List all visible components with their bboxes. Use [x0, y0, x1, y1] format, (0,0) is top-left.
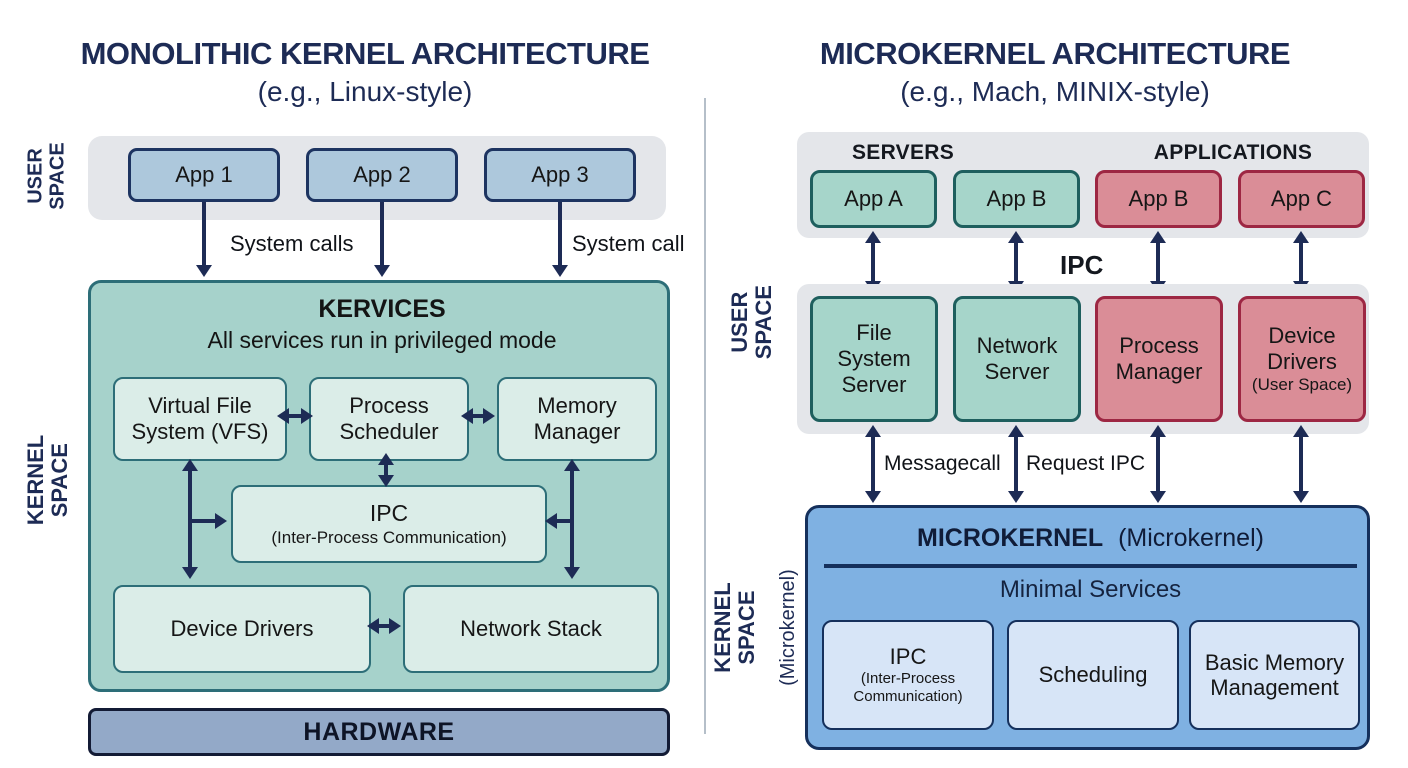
basic-memory-box: Basic Memory Management — [1189, 620, 1360, 730]
arrow-net-microkernel — [1008, 425, 1024, 503]
microkernel-title-block: MICROKERNEL ARCHITECTURE (e.g., Mach, MI… — [730, 36, 1380, 108]
app2-box: App 2 — [306, 148, 458, 202]
scheduling-box: Scheduling — [1007, 620, 1179, 730]
memory-manager-box: Memory Manager — [497, 377, 657, 461]
arrow-app2-syscall — [374, 202, 390, 277]
system-calls-label: System calls — [230, 231, 354, 256]
app-a-box: App A — [810, 170, 937, 228]
vfs-box: Virtual File System (VFS) — [113, 377, 287, 461]
left-kernel-space-label: KERNEL SPACE — [22, 434, 72, 526]
arrow-appc-dev — [1293, 231, 1309, 293]
ipc-box: IPC (Inter-Process Communication) — [231, 485, 547, 563]
servers-header: SERVERS — [851, 141, 955, 164]
process-scheduler-box: Process Scheduler — [309, 377, 469, 461]
arrow-appb-proc — [1150, 231, 1166, 293]
microkernel-box-title: MICROKERNEL (Microkernel) — [917, 524, 1264, 552]
right-kernel-space-label: KERNEL SPACE (Microkernel) — [709, 569, 798, 686]
arrow-scheduler-ipc — [378, 453, 394, 487]
app3-box: App 3 — [484, 148, 636, 202]
arrow-right-into-ipc — [545, 513, 572, 529]
arrow-proc-microkernel — [1150, 425, 1166, 503]
monolithic-subtitle: (e.g., Linux-style) — [257, 76, 473, 107]
device-drivers-box: Device Drivers — [113, 585, 371, 673]
microkernel-title: MICROKERNEL ARCHITECTURE — [819, 36, 1291, 71]
arrow-appb-net — [1008, 231, 1024, 293]
kernel-services-subtitle: All services run in privileged mode — [207, 327, 557, 353]
app-c-box: App C — [1238, 170, 1365, 228]
minimal-services-header: Minimal Services — [999, 576, 1182, 603]
arrow-app1-syscall — [196, 202, 212, 277]
microkernel-subtitle: (e.g., Mach, MINIX-style) — [900, 76, 1210, 107]
arrow-appa-fs — [865, 231, 881, 293]
microkernel-separator — [824, 564, 1357, 568]
app1-box: App 1 — [128, 148, 280, 202]
applications-header: APPLICATIONS — [1153, 141, 1313, 164]
file-system-server-box: File System Server — [810, 296, 938, 422]
process-manager-box: Process Manager — [1095, 296, 1223, 422]
panel-divider — [704, 98, 706, 734]
arrow-drivers-network — [367, 618, 401, 634]
ipc-flow-label: IPC — [1060, 250, 1104, 280]
request-ipc-label: Request IPC — [1026, 452, 1146, 475]
messagecall-label: Messagecall — [884, 452, 1001, 475]
micro-ipc-box: IPC (Inter-Process Communication) — [822, 620, 994, 730]
app-b-server-box: App B — [953, 170, 1080, 228]
arrow-memory-network — [564, 459, 580, 579]
hardware-bar: HARDWARE — [88, 708, 670, 756]
arrow-dev-microkernel — [1293, 425, 1309, 503]
monolithic-title-block: MONOLITHIC KERNEL ARCHITECTURE (e.g., Li… — [20, 36, 710, 108]
monolithic-title: MONOLITHIC KERNEL ARCHITECTURE — [80, 36, 650, 71]
arrow-app3-syscall — [552, 202, 568, 277]
network-stack-box: Network Stack — [403, 585, 659, 673]
microkernel-box: MICROKERNEL (Microkernel) Minimal Servic… — [805, 505, 1370, 750]
arrow-left-into-ipc — [190, 513, 227, 529]
network-server-box: Network Server — [953, 296, 1081, 422]
app-b-box: App B — [1095, 170, 1222, 228]
kernel-services-title: KERVICES — [318, 295, 446, 323]
arrow-scheduler-memory — [461, 408, 495, 424]
arrow-fs-microkernel — [865, 425, 881, 503]
arrow-vfs-scheduler — [277, 408, 313, 424]
right-user-space-label: USER SPACE — [726, 285, 776, 360]
device-drivers-user-box: Device Drivers (User Space) — [1238, 296, 1366, 422]
system-call-label: System call — [572, 231, 685, 256]
left-user-space-label: USER SPACE — [24, 142, 69, 210]
